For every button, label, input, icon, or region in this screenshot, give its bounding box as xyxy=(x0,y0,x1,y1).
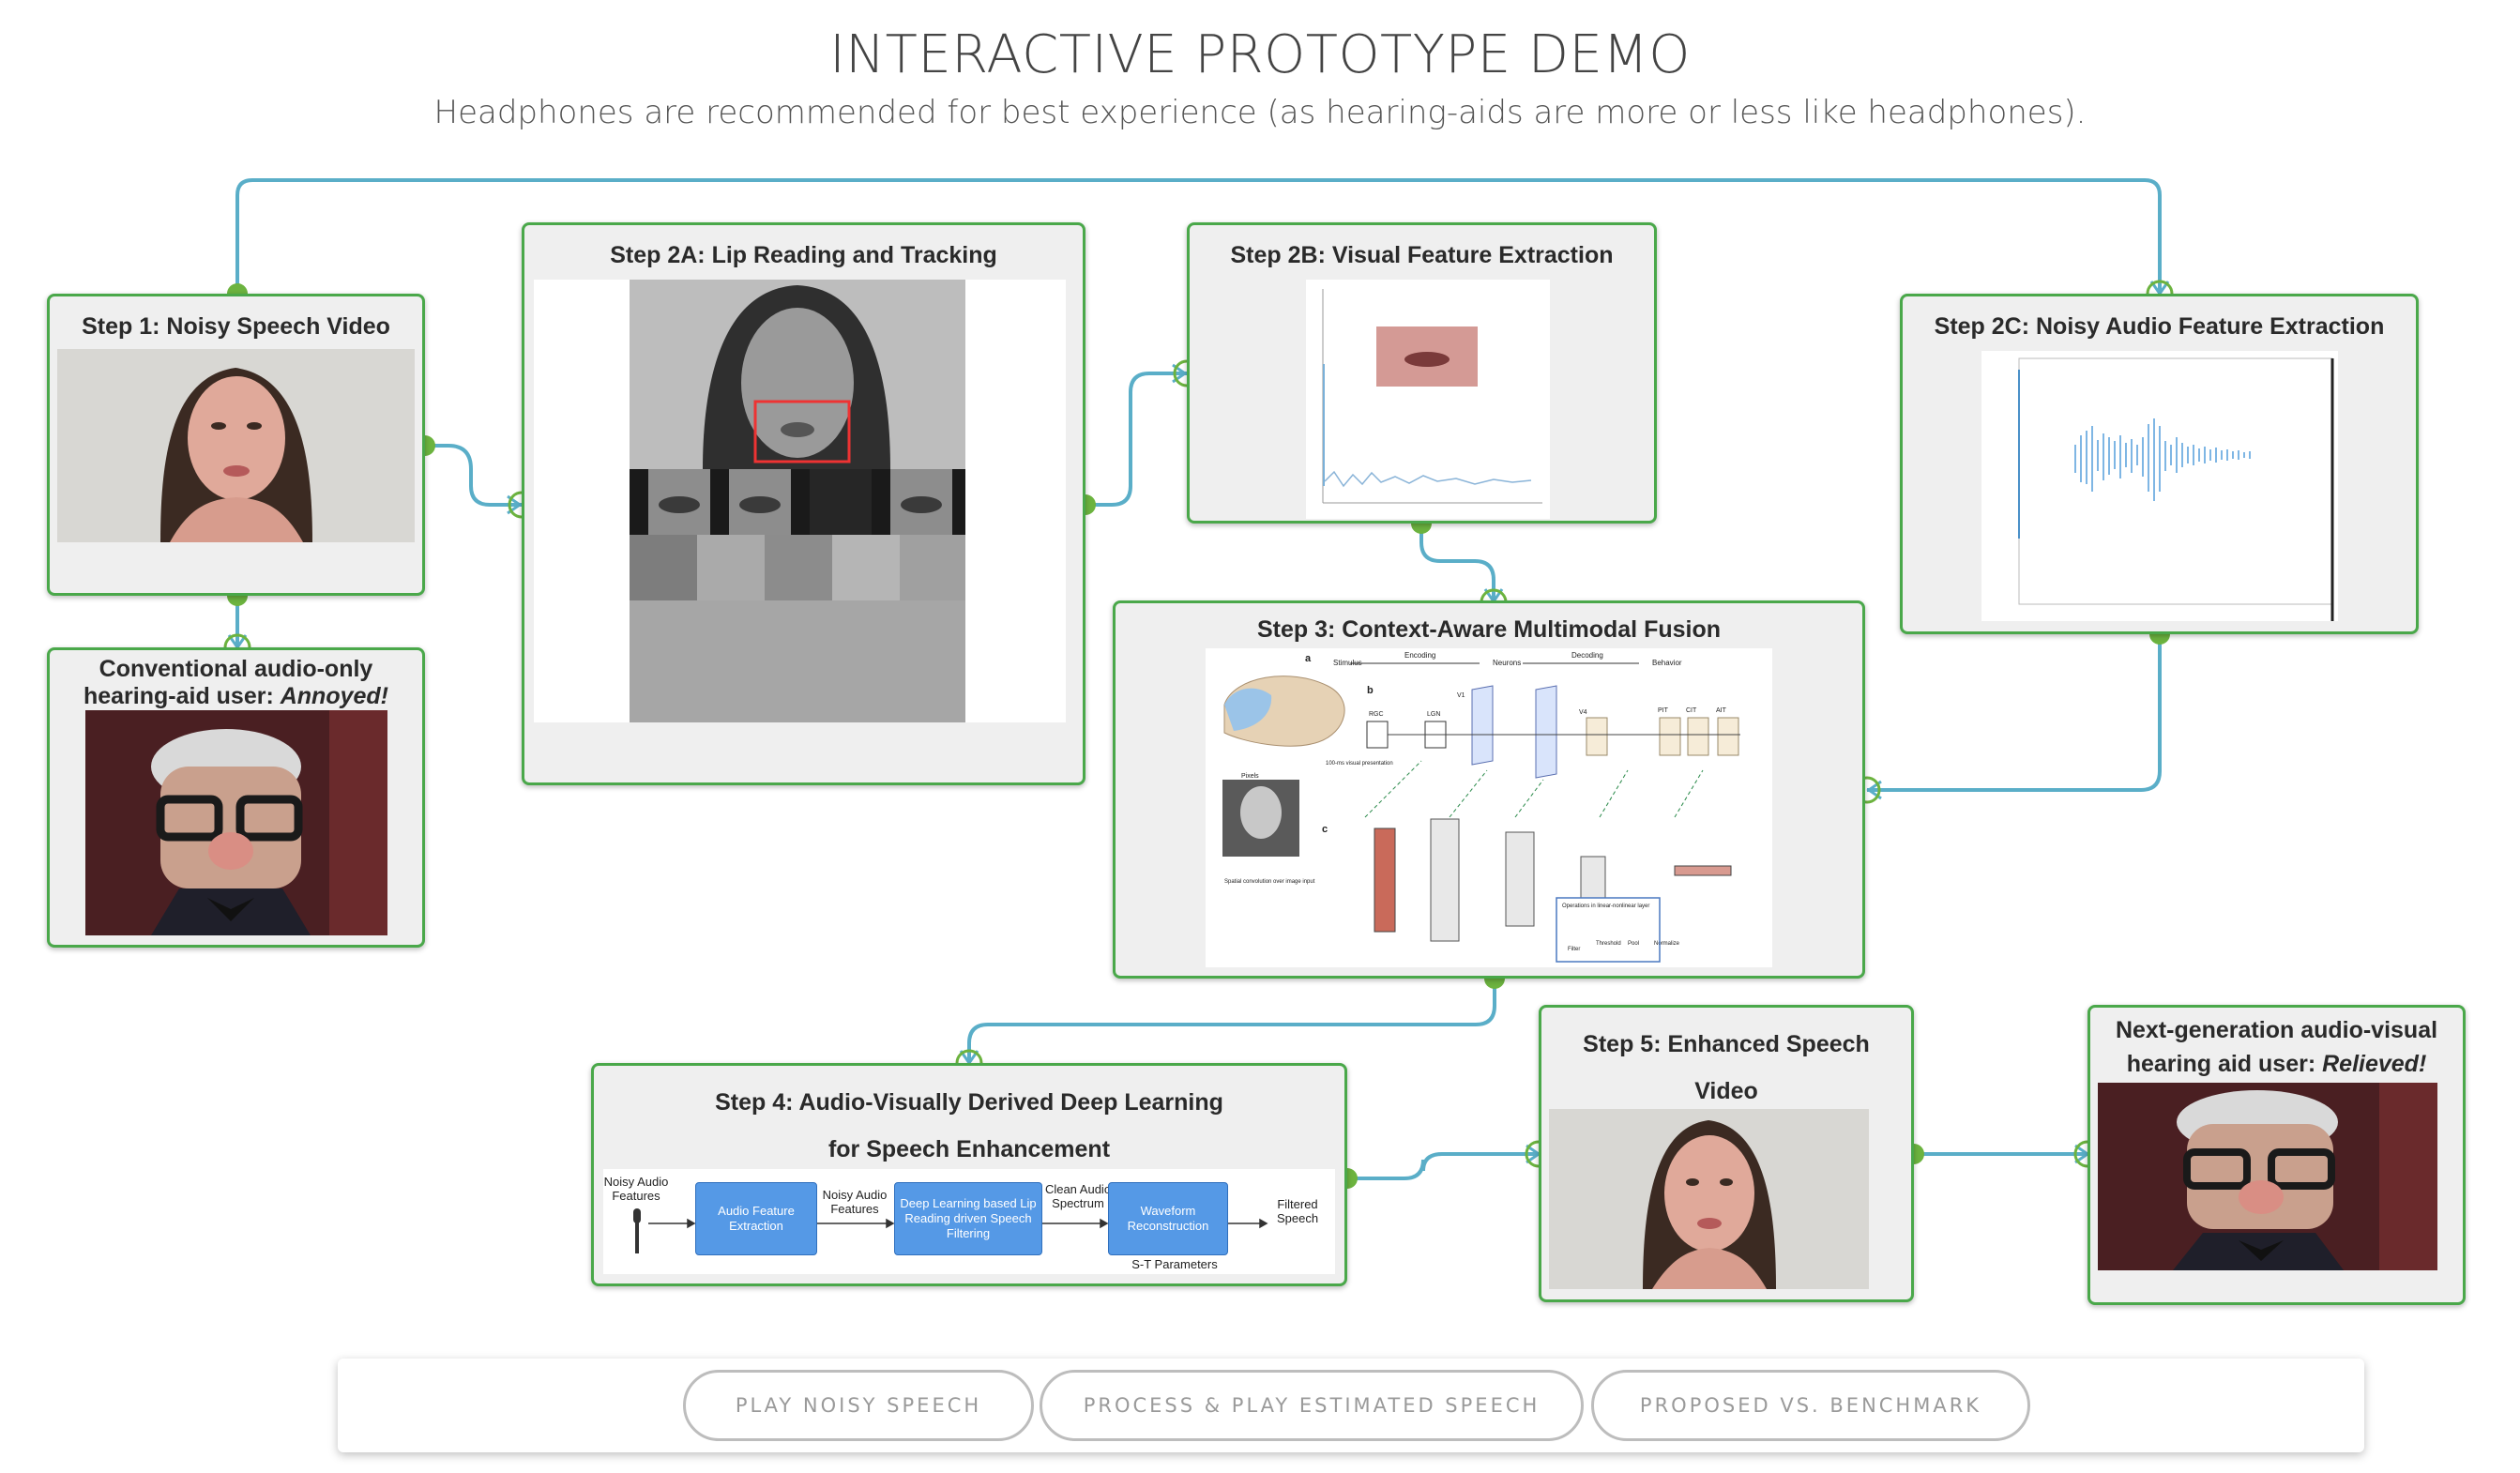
step1-card: Step 1: Noisy Speech Video xyxy=(47,294,425,596)
noisy-speech-video[interactable] xyxy=(57,349,415,542)
nextgen-title-emph: Relieved! xyxy=(2322,1051,2427,1077)
nextgen-title: Next-generation audio-visual hearing aid… xyxy=(2090,1013,2463,1081)
step4-title-line1: Step 4: Audio-Visually Derived Deep Lear… xyxy=(715,1089,1223,1116)
step2c-title: Step 2C: Noisy Audio Feature Extraction xyxy=(1934,313,2385,340)
conventional-title-emph: Annoyed! xyxy=(280,683,389,709)
fig-cit: CIT xyxy=(1686,707,1697,714)
step4-card: Step 4: Audio-Visually Derived Deep Lear… xyxy=(591,1063,1347,1286)
multimodal-fusion-figure: a Stimulus Encoding Neurons Decoding Beh… xyxy=(1206,648,1772,967)
fig-spatial: Spatial convolution over image input xyxy=(1224,879,1315,885)
fig-presentation: 100-ms visual presentation xyxy=(1326,761,1393,767)
st-parameters-label: S-T Parameters xyxy=(1131,1257,1218,1271)
microphone-icon xyxy=(633,1208,641,1253)
visual-feature-plot xyxy=(1306,280,1550,519)
conventional-title-line1: Conventional audio-only xyxy=(99,656,373,682)
fig-filter: Filter xyxy=(1568,947,1580,952)
step4-title-line2: for Speech Enhancement xyxy=(827,1136,1111,1162)
fig-lgn: LGN xyxy=(1427,711,1440,718)
cartoon-old-man-relieved-image xyxy=(2098,1083,2437,1270)
step4-title: Step 4: Audio-Visually Derived Deep Lear… xyxy=(594,1079,1344,1173)
fig-label-b: b xyxy=(1367,685,1374,696)
fig-neurons: Neurons xyxy=(1493,659,1521,667)
page-subtitle: Headphones are recommended for best expe… xyxy=(433,94,2087,131)
fig-v1: V1 xyxy=(1457,692,1465,699)
woman-face-image xyxy=(57,349,415,542)
conventional-title-line2: hearing-aid user: xyxy=(83,683,281,709)
fig-pool: Pool xyxy=(1628,941,1639,947)
nextgen-user-card: Next-generation audio-visual hearing aid… xyxy=(2087,1005,2466,1305)
nextgen-title-line2: hearing aid user: xyxy=(2126,1051,2323,1077)
noisy-audio-features-label: Noisy Audio Features xyxy=(603,1175,669,1203)
noisy-audio-features-mid-label: Noisy Audio Features xyxy=(822,1188,888,1216)
control-button-bar: PLAY NOISY SPEECH PROCESS & PLAY ESTIMAT… xyxy=(338,1359,2364,1452)
relieved-old-man-video[interactable] xyxy=(2098,1083,2437,1270)
conventional-title: Conventional audio-only hearing-aid user… xyxy=(50,656,422,710)
fig-stimulus: Stimulus xyxy=(1333,659,1362,667)
lip-reading-figure xyxy=(534,280,1066,722)
annoyed-old-man-video[interactable] xyxy=(85,710,387,935)
fig-decoding: Decoding xyxy=(1571,651,1603,660)
fig-behavior: Behavior xyxy=(1652,659,1682,667)
step2b-title: Step 2B: Visual Feature Extraction xyxy=(1230,242,1614,268)
cartoon-old-man-image xyxy=(85,710,387,935)
step5-title-line1: Step 5: Enhanced Speech xyxy=(1583,1031,1870,1057)
fig-rgc: RGC xyxy=(1369,711,1384,718)
step5-title-line2: Video xyxy=(1694,1078,1758,1104)
step2b-card: Step 2B: Visual Feature Extraction xyxy=(1187,222,1657,524)
fusion-network-diagram: a Stimulus Encoding Neurons Decoding Beh… xyxy=(1206,648,1772,967)
step2c-card: Step 2C: Noisy Audio Feature Extraction xyxy=(1900,294,2419,634)
noisy-audio-figure xyxy=(1981,351,2338,621)
visual-feature-figure xyxy=(1306,280,1550,519)
fig-operations: Operations in linear-nonlinear layer xyxy=(1562,904,1649,909)
fig-pit: PIT xyxy=(1658,707,1669,714)
pipeline-arrows xyxy=(648,1218,1268,1229)
deep-learning-filtering-block: Deep Learning based Lip Reading driven S… xyxy=(894,1182,1042,1255)
enhanced-speech-video[interactable] xyxy=(1549,1109,1869,1289)
page-title: INTERACTIVE PROTOTYPE DEMO xyxy=(829,24,1691,85)
step5-title: Step 5: Enhanced Speech Video xyxy=(1541,1021,1911,1115)
filtered-speech-label: Filtered Speech xyxy=(1276,1197,1319,1225)
proposed-vs-benchmark-button[interactable]: PROPOSED VS. BENCHMARK xyxy=(1591,1370,2030,1441)
audio-waveform-plot xyxy=(1981,351,2338,621)
fig-label-c: c xyxy=(1322,824,1328,835)
speech-enhancement-pipeline: Noisy Audio Features Audio Feature Extra… xyxy=(603,1169,1335,1274)
fig-pixels: Pixels xyxy=(1241,773,1259,780)
clean-audio-spectrum-label: Clean Audio Spectrum xyxy=(1044,1182,1112,1210)
play-noisy-speech-button[interactable]: PLAY NOISY SPEECH xyxy=(683,1370,1034,1441)
fig-encoding: Encoding xyxy=(1404,651,1435,660)
fig-v4: V4 xyxy=(1579,709,1587,716)
waveform-reconstruction-block: Waveform Reconstruction xyxy=(1108,1182,1228,1255)
nextgen-title-line1: Next-generation audio-visual xyxy=(2115,1017,2438,1043)
conventional-user-card: Conventional audio-only hearing-aid user… xyxy=(47,647,425,948)
step5-card: Step 5: Enhanced Speech Video xyxy=(1539,1005,1914,1302)
fig-normalize: Normalize xyxy=(1654,941,1680,947)
step2a-card: Step 2A: Lip Reading and Tracking xyxy=(522,222,1085,785)
process-play-estimated-button[interactable]: PROCESS & PLAY ESTIMATED SPEECH xyxy=(1040,1370,1584,1441)
fig-ait: AIT xyxy=(1716,707,1727,714)
fig-label-a: a xyxy=(1305,653,1312,664)
woman-face-enhanced-image xyxy=(1549,1109,1869,1289)
fig-threshold: Threshold xyxy=(1596,941,1621,947)
step2a-title: Step 2A: Lip Reading and Tracking xyxy=(610,242,997,268)
lip-tracking-image xyxy=(534,280,1066,722)
step1-title: Step 1: Noisy Speech Video xyxy=(82,313,390,340)
step3-card: Step 3: Context-Aware Multimodal Fusion … xyxy=(1113,600,1865,979)
audio-feature-extraction-block: Audio Feature Extraction xyxy=(695,1182,817,1255)
step3-title: Step 3: Context-Aware Multimodal Fusion xyxy=(1256,616,1722,643)
